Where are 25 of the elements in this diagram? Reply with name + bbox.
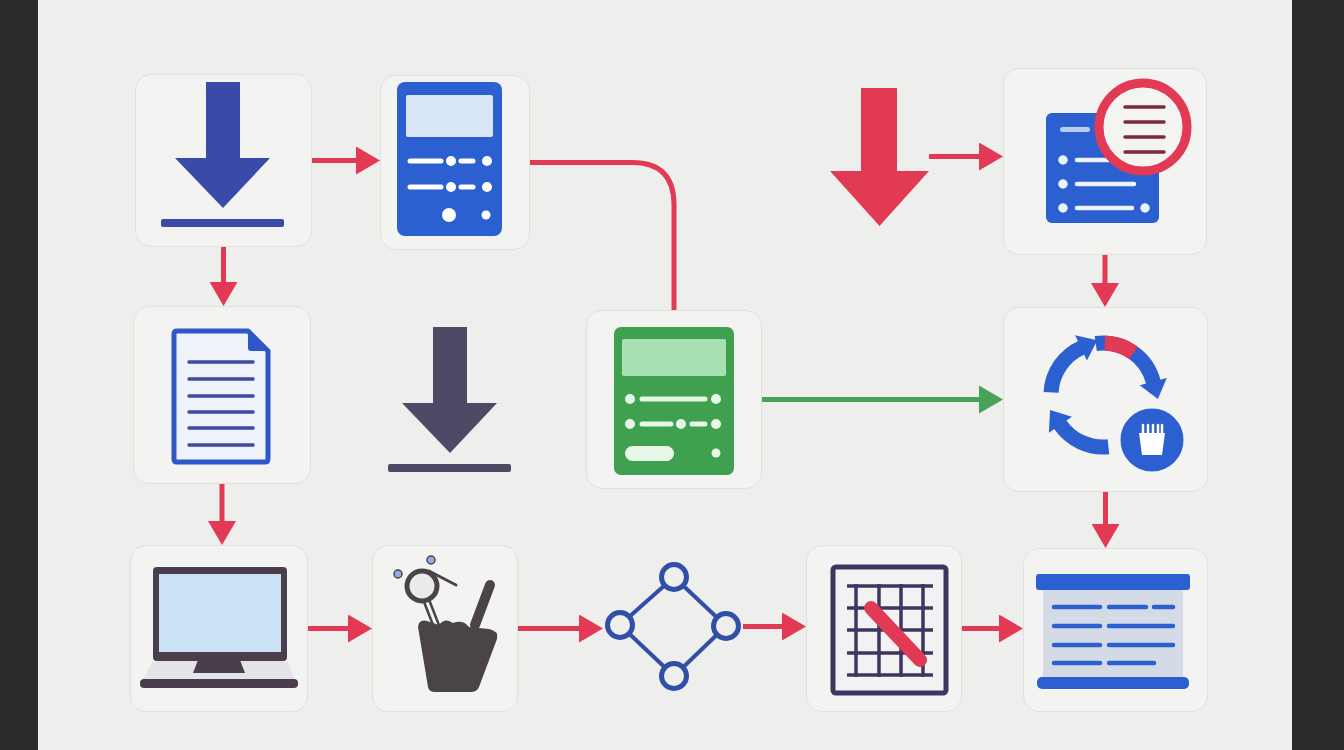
arrow <box>308 614 372 643</box>
icon-tile <box>130 545 308 712</box>
arrow <box>312 146 380 175</box>
icon-tile <box>806 545 962 712</box>
arrow <box>1091 255 1119 307</box>
arrow <box>962 614 1023 643</box>
icon-tile <box>1023 548 1208 712</box>
arrow <box>208 484 236 545</box>
arrow <box>929 142 1003 171</box>
icon-tile <box>372 545 518 712</box>
arrow <box>743 612 806 641</box>
arrow <box>762 385 1003 414</box>
icon-tile <box>135 74 312 247</box>
arrow <box>518 614 603 643</box>
connector-line <box>530 160 677 310</box>
icon-tile <box>1003 68 1207 255</box>
arrow <box>209 247 238 306</box>
icon-tile <box>586 310 762 489</box>
arrow <box>1091 492 1120 548</box>
down-arrow-icon <box>830 87 929 226</box>
icon-tile <box>133 306 311 484</box>
network-icon <box>603 560 743 693</box>
icon-tile <box>1003 307 1208 492</box>
download-icon <box>387 325 512 473</box>
icon-tile <box>380 75 530 250</box>
